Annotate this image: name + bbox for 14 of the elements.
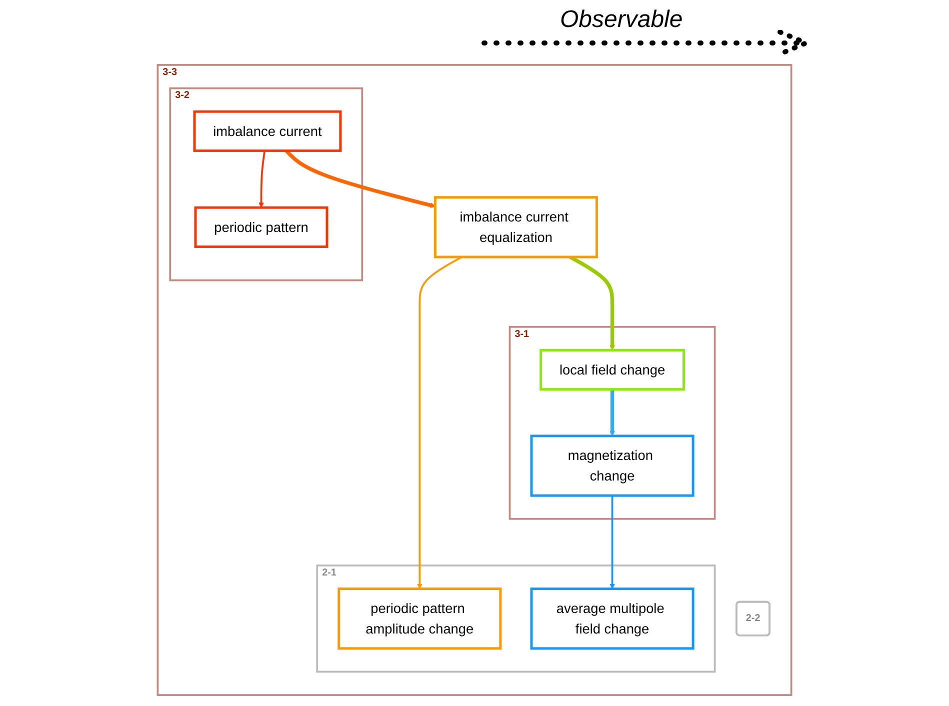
arrow (258, 150, 266, 208)
node-box: imbalance current equalization (434, 196, 598, 258)
arrow (610, 496, 615, 590)
arrow (416, 256, 462, 590)
arrow (569, 255, 615, 350)
node-box: periodic pattern amplitude change (338, 588, 502, 650)
node-box: magnetization change (530, 434, 694, 497)
node-box: local field change (540, 348, 685, 391)
arrow (284, 149, 436, 208)
node-box: average multipole field change (530, 588, 694, 650)
arrow (610, 389, 615, 436)
node-box: periodic pattern (194, 206, 328, 248)
observable-label: Observable (560, 6, 683, 34)
node-box: imbalance current (193, 110, 342, 152)
